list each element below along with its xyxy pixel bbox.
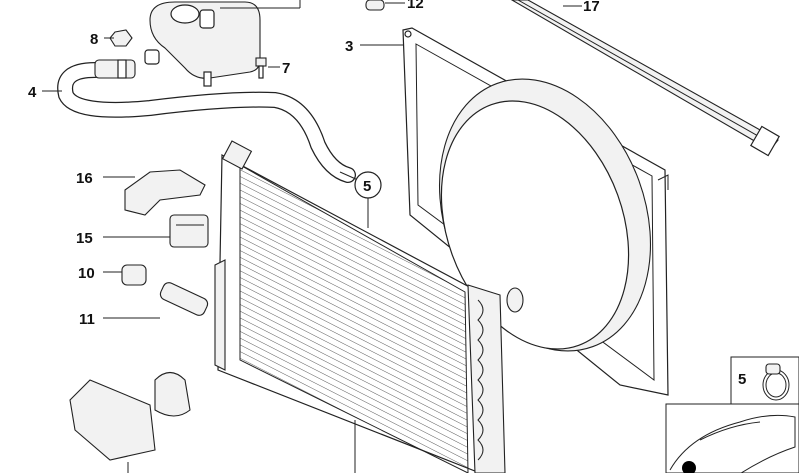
label-8: 8 <box>90 31 98 48</box>
switch-15[interactable] <box>169 214 209 248</box>
label-17: 17 <box>583 0 600 15</box>
expansion-tank[interactable] <box>144 1 261 87</box>
screw-7[interactable] <box>255 57 267 79</box>
location-marker-icon <box>682 461 696 473</box>
sensor-10[interactable] <box>121 264 147 286</box>
label-15: 15 <box>76 230 93 247</box>
coolant-hose[interactable] <box>57 59 356 183</box>
rubber-mount[interactable] <box>154 371 191 417</box>
label-5-box: 5 <box>738 371 746 388</box>
label-12: 12 <box>407 0 424 12</box>
vehicle-locator <box>665 403 799 473</box>
radiator[interactable] <box>214 140 524 473</box>
seal-strip[interactable] <box>510 0 780 157</box>
label-4: 4 <box>28 84 37 101</box>
callout-circle <box>354 171 382 199</box>
switch-11[interactable] <box>158 281 209 318</box>
label-11: 11 <box>79 311 95 328</box>
label-16: 16 <box>76 170 93 187</box>
leader-lines <box>42 0 582 473</box>
clip-12[interactable] <box>365 0 385 11</box>
label-3: 3 <box>345 38 353 55</box>
fan-shroud[interactable] <box>402 27 687 396</box>
label-7: 7 <box>282 60 290 77</box>
mounting-bracket[interactable] <box>69 379 156 461</box>
bracket-16[interactable] <box>124 169 206 216</box>
label-5-circled: 5 <box>363 178 371 195</box>
label-10: 10 <box>78 265 95 282</box>
